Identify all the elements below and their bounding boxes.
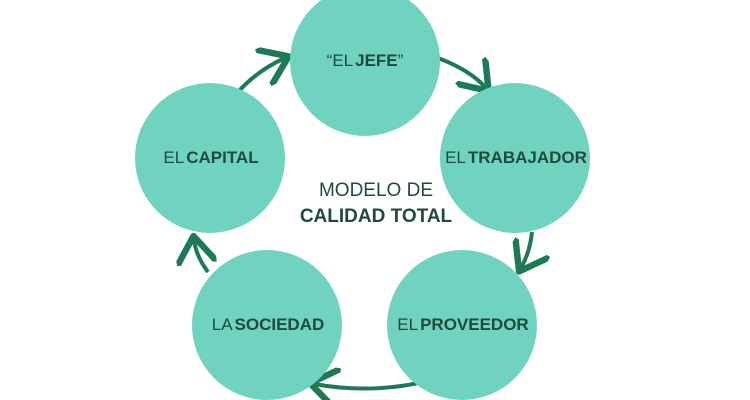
arrow-proveedor-to-sociedad [314,382,424,389]
arrow-sociedad-to-capital [194,240,208,274]
center-title-line1: MODELO DE [318,180,434,201]
center-title: MODELO DE CALIDAD TOTAL [260,178,492,230]
node-jefe-suffix: ” [397,51,404,70]
arrow-jefe-to-trabajador [437,56,486,88]
node-capital-prefix: EL [163,148,185,167]
node-jefe-prefix: “EL [326,51,354,70]
node-sociedad-prefix: LA [211,315,233,334]
node-capital-label: CAPITAL [186,148,259,167]
node-trabajador-label: TRABAJADOR [467,148,587,167]
node-proveedor-label: PROVEEDOR [420,315,529,334]
node-jefe-label: JEFE [355,51,398,70]
node-proveedor-prefix: EL [397,315,419,334]
node-trabajador-prefix: EL [445,148,466,167]
node-sociedad-label: SOCIEDAD [234,315,325,334]
arrow-capital-to-jefe [236,58,285,94]
arrow-trabajador-to-proveedor [521,231,532,268]
center-title-line2: CALIDAD TOTAL [299,206,453,227]
